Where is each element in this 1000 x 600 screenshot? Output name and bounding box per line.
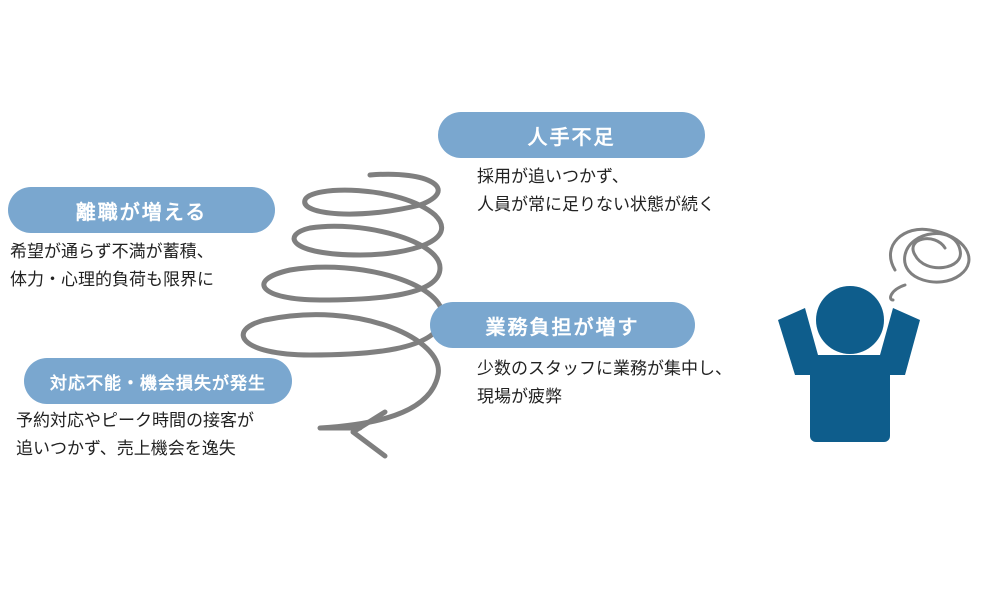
spiral-arrowhead (350, 409, 388, 459)
node-title-workload: 業務負担が増す (430, 302, 695, 348)
node-desc-loss: 予約対応やピーク時間の接客が 追いつかず、売上機会を逸失 (16, 407, 254, 463)
node-desc-turnover: 希望が通らず不満が蓄積、 体力・心理的負荷も限界に (10, 238, 214, 294)
person-body (810, 355, 890, 442)
desc-line: 予約対応やピーク時間の接客が (16, 411, 254, 431)
node-desc-shortage: 採用が追いつかず、 人員が常に足りない状態が続く (477, 163, 715, 219)
person-head (816, 286, 884, 354)
spiral-line (240, 171, 445, 431)
desc-line: 採用が追いつかず、 (477, 167, 629, 187)
desc-line: 体力・心理的負荷も限界に (10, 270, 214, 290)
desc-line: 希望が通らず不満が蓄積、 (10, 242, 214, 262)
scribble-icon (888, 227, 971, 302)
desc-line: 人員が常に足りない状態が続く (477, 195, 715, 215)
desc-line: 追いつかず、売上機会を逸失 (16, 439, 236, 459)
node-title-turnover: 離職が増える (8, 187, 275, 233)
node-desc-workload: 少数のスタッフに業務が集中し、 現場が疲弊 (477, 355, 732, 411)
node-title-loss: 対応不能・機会損失が発生 (24, 358, 292, 404)
desc-line: 現場が疲弊 (477, 387, 562, 407)
desc-line: 少数のスタッフに業務が集中し、 (477, 359, 732, 379)
node-title-shortage: 人手不足 (438, 112, 705, 158)
